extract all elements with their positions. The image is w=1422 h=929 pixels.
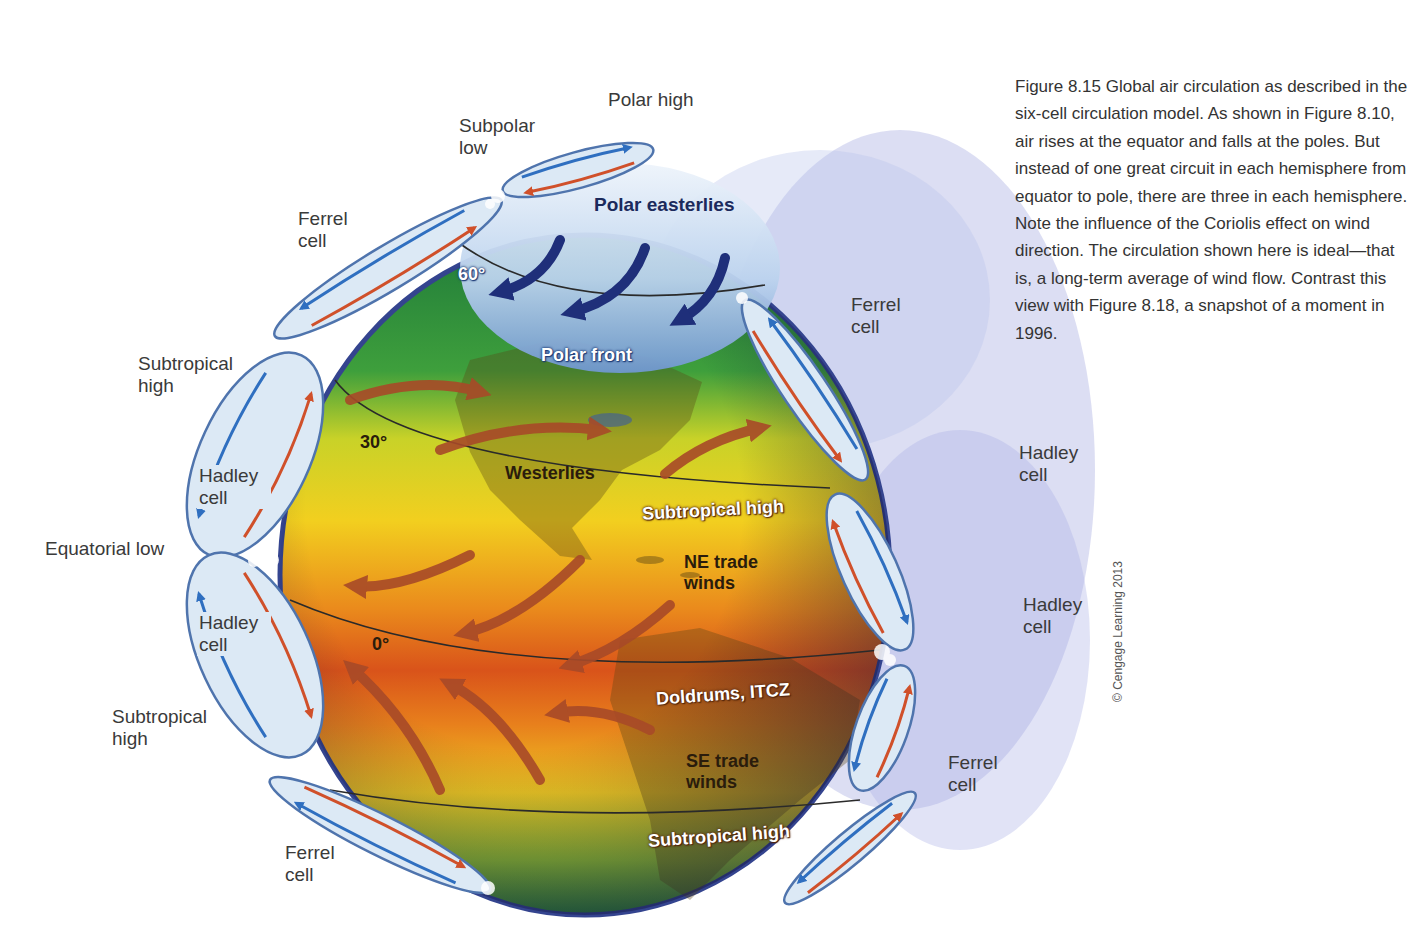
- front-label: Polar front: [541, 345, 632, 366]
- latitude-label: 0°: [372, 634, 389, 655]
- wind-label: SE trade winds: [686, 751, 786, 792]
- cell-label: Hadley cell: [197, 465, 271, 509]
- cell-label: Hadley cell: [197, 612, 271, 656]
- cell-label: Ferrel cell: [298, 208, 360, 252]
- pressure-label: Subtropical high: [112, 706, 224, 750]
- cell-label: Ferrel cell: [285, 842, 347, 886]
- pressure-label: Polar high: [608, 89, 694, 111]
- wind-label: NE trade winds: [684, 552, 784, 593]
- pressure-label: Subpolar low: [459, 115, 549, 159]
- credit-label: © Cengage Learning 2013: [1112, 561, 1126, 702]
- pressure-label: Subtropical high: [138, 353, 250, 397]
- pressure-label: Equatorial low: [45, 538, 164, 560]
- latitude-label: 60°: [458, 264, 485, 285]
- cell-label: Hadley cell: [1023, 594, 1093, 638]
- cell-label: Ferrel cell: [948, 752, 1010, 796]
- cell-label: Ferrel cell: [851, 294, 913, 338]
- cell-label: Hadley cell: [1019, 442, 1089, 486]
- wind-label: Polar easterlies: [594, 194, 734, 216]
- figure-caption: Figure 8.15 Global air circulation as de…: [1015, 73, 1410, 347]
- latitude-label: 30°: [360, 432, 387, 453]
- wind-label: Westerlies: [505, 463, 595, 484]
